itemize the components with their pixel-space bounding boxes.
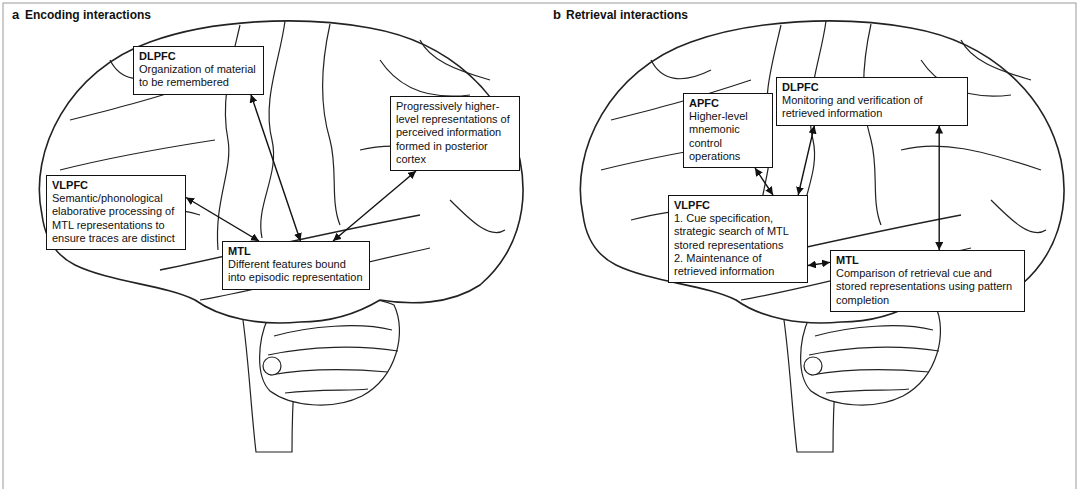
double-arrow	[939, 126, 940, 250]
box-text: Progressively higher-level representatio…	[396, 100, 514, 166]
labelled-box: DLPFCMonitoring and verification of retr…	[776, 77, 968, 126]
panel-label: Encoding interactions	[25, 8, 151, 22]
box-text: 2. Maintenance of retrieved information	[674, 252, 802, 278]
box-heading: VLPFC	[674, 199, 802, 212]
box-text: 1. Cue specification, strategic search o…	[674, 212, 802, 252]
box-heading: MTL	[836, 254, 1019, 267]
double-arrow	[251, 95, 301, 241]
box-heading: DLPFC	[782, 81, 962, 94]
labelled-box: VLPFC1. Cue specification, strategic sea…	[668, 195, 808, 283]
box-text: Semantic/phonological elaborative proces…	[52, 192, 180, 245]
box-heading: APFC	[689, 97, 767, 110]
labelled-box: DLPFCOrganization of material to be reme…	[133, 46, 264, 95]
double-arrow	[808, 262, 830, 265]
panel-label: Retrieval interactions	[566, 8, 688, 22]
panel-label: a	[12, 7, 19, 22]
box-text: Comparison of retrieval cue and stored r…	[836, 267, 1019, 307]
double-arrow	[755, 168, 773, 195]
box-text: Monitoring and verification of retrieved…	[782, 94, 962, 120]
double-arrow	[186, 197, 259, 241]
box-text: Different features bound into episodic r…	[228, 258, 364, 284]
box-heading: VLPFC	[52, 179, 180, 192]
labelled-box: MTLDifferent features bound into episodi…	[222, 241, 370, 290]
labelled-box: Progressively higher-level representatio…	[390, 96, 520, 171]
panel-label: b	[553, 7, 561, 22]
box-text: Organization of material to be remembere…	[139, 63, 258, 89]
labelled-box: VLPFCSemantic/phonological elaborative p…	[46, 175, 186, 250]
labelled-box: MTLComparison of retrieval cue and store…	[830, 250, 1025, 312]
double-arrow	[333, 171, 416, 241]
box-heading: DLPFC	[139, 50, 258, 63]
box-text: Higher-level mnemonic control operations	[689, 110, 767, 163]
labelled-box: APFCHigher-level mnemonic control operat…	[683, 93, 773, 168]
box-heading: MTL	[228, 245, 364, 258]
double-arrow	[798, 126, 814, 195]
